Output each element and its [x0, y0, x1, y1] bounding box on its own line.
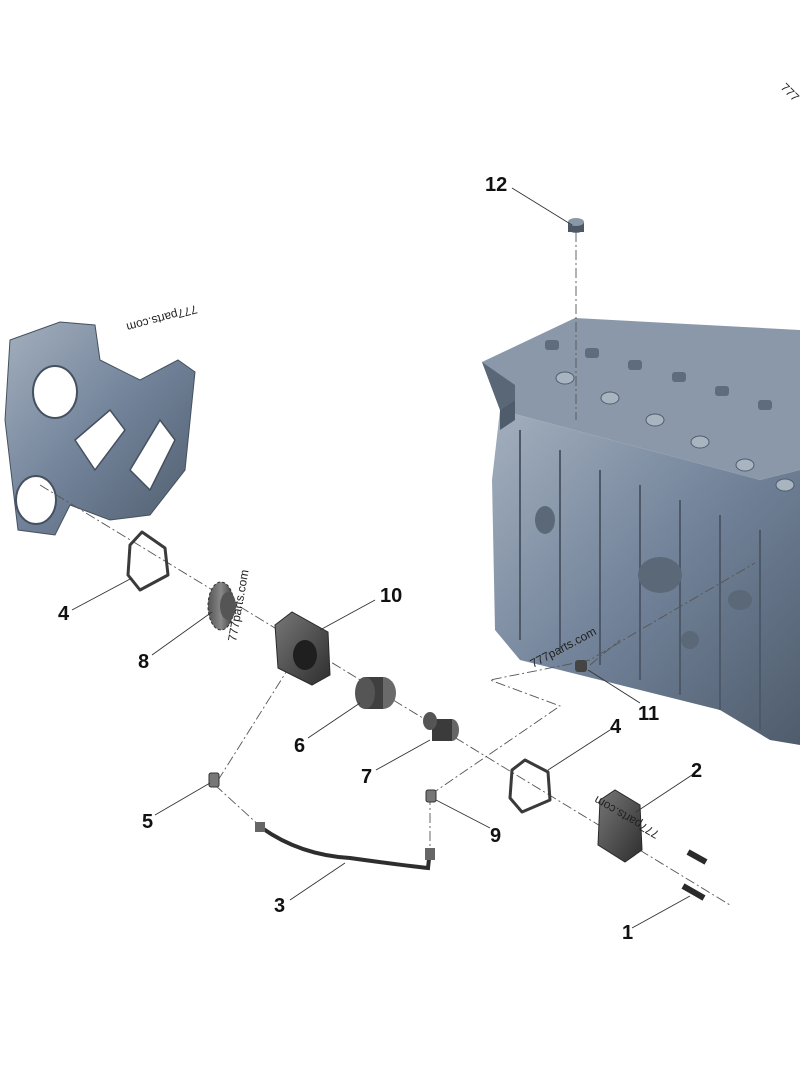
engine-block — [482, 318, 800, 745]
callouts: 12 4 8 10 6 7 11 4 2 5 9 3 1 — [58, 174, 702, 944]
callout-6: 6 — [294, 735, 305, 757]
callout-12: 12 — [485, 174, 507, 196]
callout-3: 3 — [274, 895, 285, 917]
part-4-gasket-left — [126, 530, 170, 592]
part-5-fitting — [208, 772, 220, 788]
gear-housing — [4, 321, 196, 536]
part-6-bushing — [355, 677, 396, 709]
callout-1: 1 — [622, 922, 633, 944]
callout-4-right: 4 — [610, 716, 622, 738]
callout-8: 8 — [138, 651, 149, 673]
watermark-housing: 777parts.com — [125, 302, 199, 334]
callout-7: 7 — [361, 766, 372, 788]
part-10-pump-housing — [274, 611, 331, 686]
part-11-plug — [575, 660, 587, 672]
part-9-fitting — [425, 789, 437, 803]
callout-10: 10 — [380, 585, 402, 607]
part-7-sleeve — [423, 712, 459, 741]
part-4-gasket-right — [508, 758, 552, 814]
callout-2: 2 — [691, 760, 702, 782]
callout-5: 5 — [142, 811, 153, 833]
leader-lines — [71, 187, 693, 929]
callout-4-left: 4 — [58, 603, 70, 625]
part-2-cover-plate — [597, 789, 643, 863]
watermark-corner: 777 — [778, 80, 800, 104]
callout-11: 11 — [638, 703, 659, 725]
part-8-gear — [207, 581, 236, 631]
part-3-oil-tube — [255, 822, 435, 871]
part-12-plug — [568, 218, 584, 233]
part-1-bolts — [681, 849, 708, 901]
callout-9: 9 — [490, 825, 501, 847]
